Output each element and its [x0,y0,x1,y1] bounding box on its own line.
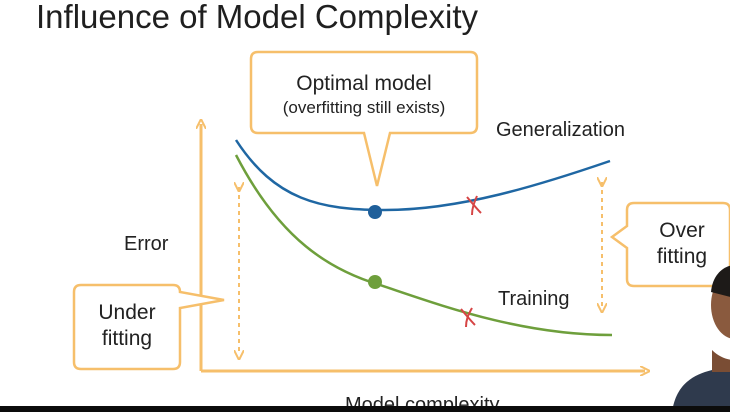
optimal-callout-title: Optimal model [296,72,432,95]
generalization-label: Generalization [496,119,625,141]
underfitting-line2: fitting [101,327,153,351]
video-bottom-bar [0,406,730,412]
training-label: Training [498,288,570,310]
optimal-callout-box [249,50,479,187]
training-x-marker [460,307,476,328]
optimal-generalization-point [368,205,382,219]
optimal-callout: Optimal model (overfitting still exists) [251,71,477,119]
underfitting-callout: Under fitting [74,300,180,353]
generalization-curve [234,139,611,212]
underfitting-line1: Under [98,301,156,324]
generalization-x-marker [466,195,482,216]
overfitting-callout: Over fitting [634,218,730,271]
overfitting-callout-box [609,201,730,288]
optimal-callout-subtitle: (overfitting still exists) [282,98,446,118]
underfitting-callout-box [72,283,225,371]
optimal-training-point [368,275,382,289]
overfitting-line2: fitting [656,245,708,269]
presenter-video-thumbnail [672,265,730,412]
overfitting-line1: Over [659,219,705,242]
y-axis-label: Error [124,233,169,255]
slide-title: Influence of Model Complexity [36,0,479,35]
